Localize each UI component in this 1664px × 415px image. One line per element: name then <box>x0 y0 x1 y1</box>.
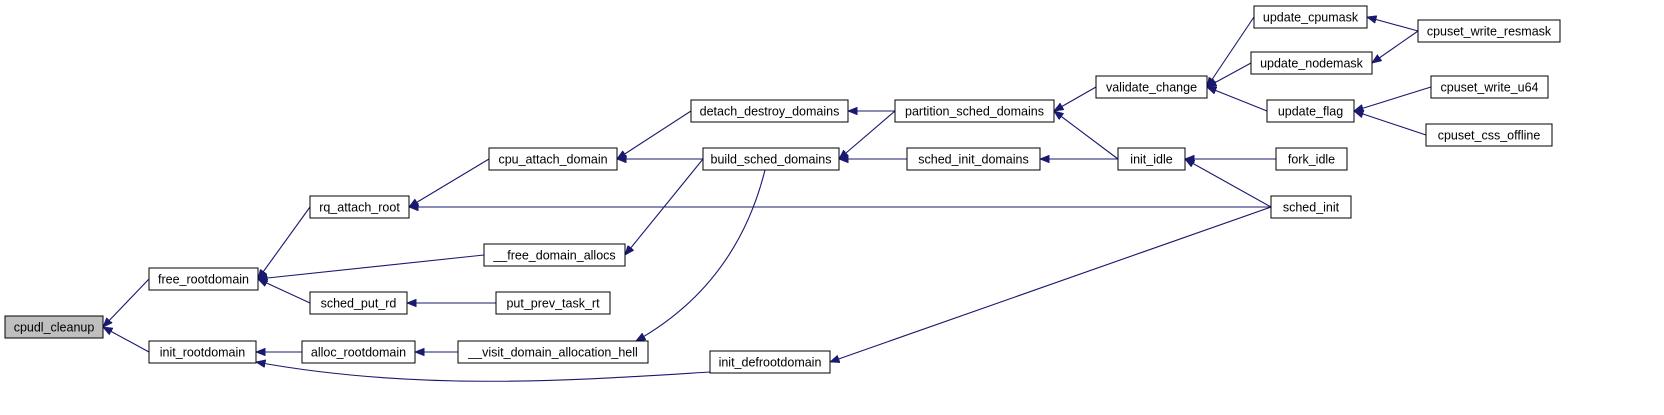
node-box <box>1117 147 1186 171</box>
edge-build_sched_domains-to-free_domain_allocs <box>625 158 704 255</box>
node-label: update_nodemask <box>1260 57 1364 71</box>
node-validate-change[interactable]: validate_change <box>1095 75 1208 99</box>
node-cpudl-cleanup[interactable]: cpudl_cleanup <box>4 315 104 339</box>
node-label: sched_init <box>1283 201 1340 215</box>
node-box <box>1270 195 1352 219</box>
node-update-cpumask[interactable]: update_cpumask <box>1253 5 1368 29</box>
edge-update_flag-to-validate_change <box>1207 86 1268 112</box>
node-label: cpu_attach_domain <box>498 153 607 167</box>
node-label: update_cpumask <box>1263 11 1359 25</box>
node-update-flag[interactable]: update_flag <box>1266 99 1355 123</box>
node-build-sched-domains[interactable]: build_sched_domains <box>702 147 840 171</box>
node-update-nodemask[interactable]: update_nodemask <box>1250 51 1373 75</box>
edge-update_nodemask-to-validate_change <box>1207 62 1252 87</box>
edge-init_idle-to-partition_sched_domains <box>1054 111 1119 160</box>
node-label: detach_destroy_domains <box>700 105 840 119</box>
node-label: validate_change <box>1106 81 1197 95</box>
node-init-defrootdomain[interactable]: init_defrootdomain <box>709 350 831 374</box>
edge-free_domain_allocs-to-free_rootdomain <box>258 254 485 279</box>
node-put-prev-task-rt[interactable]: put_prev_task_rt <box>495 291 611 315</box>
node-box <box>457 340 649 364</box>
node-label: rq_attach_root <box>319 201 400 215</box>
node-label: init_rootdomain <box>160 346 246 360</box>
node-label: sched_put_rd <box>321 297 397 311</box>
edge-cpuset_css_offline-to-update_flag <box>1354 111 1427 136</box>
node-box <box>1095 75 1208 99</box>
node-box <box>309 195 410 219</box>
edge-partition_sched_domains-to-build_sched_domains <box>839 110 896 159</box>
node-box <box>690 99 849 123</box>
node-label: __visit_domain_allocation_hell <box>467 346 638 360</box>
node-label: build_sched_domains <box>711 153 832 167</box>
node-label: cpuset_write_resmask <box>1427 25 1552 39</box>
node-box <box>309 291 408 315</box>
node-box <box>1253 5 1368 29</box>
node-box <box>495 291 611 315</box>
node-sched-init[interactable]: sched_init <box>1270 195 1352 219</box>
node-box <box>1250 51 1373 75</box>
edge-sched_init-to-init_defrootdomain <box>830 206 1272 362</box>
node-label: alloc_rootdomain <box>311 346 406 360</box>
edge-build_sched_domains-to-visit_domain_allocation_hell <box>636 169 766 341</box>
node-label: init_idle <box>1130 153 1172 167</box>
edge-cpuset_write_resmask-to-update_cpumask <box>1367 17 1419 32</box>
node-box <box>1430 75 1549 99</box>
node-box <box>1275 147 1348 171</box>
edge-init_rootdomain-to-cpudl_cleanup <box>103 327 150 353</box>
edge-cpuset_write_resmask-to-update_nodemask <box>1372 30 1419 63</box>
node-sched-init-domains[interactable]: sched_init_domains <box>906 147 1041 171</box>
edge-free_rootdomain-to-cpudl_cleanup <box>103 278 150 327</box>
node-box <box>301 340 416 364</box>
node-fork-idle[interactable]: fork_idle <box>1275 147 1348 171</box>
node-box <box>1425 123 1553 147</box>
node-box <box>483 243 626 267</box>
edge-sched_init-to-init_idle <box>1185 159 1272 208</box>
node-cpuset-css-offline[interactable]: cpuset_css_offline <box>1425 123 1553 147</box>
edge-validate_change-to-partition_sched_domains <box>1054 86 1097 111</box>
node-visit-domain-allocation-hell[interactable]: __visit_domain_allocation_hell <box>457 340 649 364</box>
node-label: cpuset_write_u64 <box>1441 81 1539 95</box>
node-box <box>488 147 618 171</box>
node-box <box>148 267 259 291</box>
node-label: partition_sched_domains <box>905 105 1044 119</box>
node-label: cpudl_cleanup <box>14 321 95 335</box>
node-detach-destroy-domains[interactable]: detach_destroy_domains <box>690 99 849 123</box>
node-init-rootdomain[interactable]: init_rootdomain <box>148 340 257 364</box>
node-box <box>4 315 104 339</box>
node-label: free_rootdomain <box>158 273 249 287</box>
node-label: fork_idle <box>1288 153 1335 167</box>
node-partition-sched-domains[interactable]: partition_sched_domains <box>894 99 1055 123</box>
node-free-rootdomain[interactable]: free_rootdomain <box>148 267 259 291</box>
node-cpuset-write-resmask[interactable]: cpuset_write_resmask <box>1417 19 1561 43</box>
node-label: cpuset_css_offline <box>1438 129 1541 143</box>
node-sched-put-rd[interactable]: sched_put_rd <box>309 291 408 315</box>
node-free-domain-allocs[interactable]: __free_domain_allocs <box>483 243 626 267</box>
node-label: put_prev_task_rt <box>506 297 600 311</box>
node-label: __free_domain_allocs <box>492 249 615 263</box>
node-label: sched_init_domains <box>918 153 1029 167</box>
edge-init_defrootdomain-to-init_rootdomain <box>256 362 711 382</box>
edge-rq_attach_root-to-free_rootdomain <box>258 206 311 279</box>
edge-cpu_attach_domain-to-rq_attach_root <box>409 158 490 207</box>
node-box <box>1266 99 1355 123</box>
edge-sched_put_rd-to-free_rootdomain <box>258 278 311 304</box>
node-cpuset-write-u64[interactable]: cpuset_write_u64 <box>1430 75 1549 99</box>
node-box <box>148 340 257 364</box>
node-cpu-attach-domain[interactable]: cpu_attach_domain <box>488 147 618 171</box>
node-box <box>709 350 831 374</box>
node-rq-attach-root[interactable]: rq_attach_root <box>309 195 410 219</box>
edge-detach_destroy_domains-to-cpu_attach_domain <box>617 110 692 159</box>
node-label: init_defrootdomain <box>719 356 822 370</box>
node-alloc-rootdomain[interactable]: alloc_rootdomain <box>301 340 416 364</box>
edge-update_cpumask-to-validate_change <box>1207 16 1255 87</box>
node-box <box>1417 19 1561 43</box>
node-label: update_flag <box>1278 105 1343 119</box>
edge-cpuset_write_u64-to-update_flag <box>1354 86 1432 111</box>
node-box <box>702 147 840 171</box>
node-init-idle[interactable]: init_idle <box>1117 147 1186 171</box>
node-box <box>894 99 1055 123</box>
node-box <box>906 147 1041 171</box>
